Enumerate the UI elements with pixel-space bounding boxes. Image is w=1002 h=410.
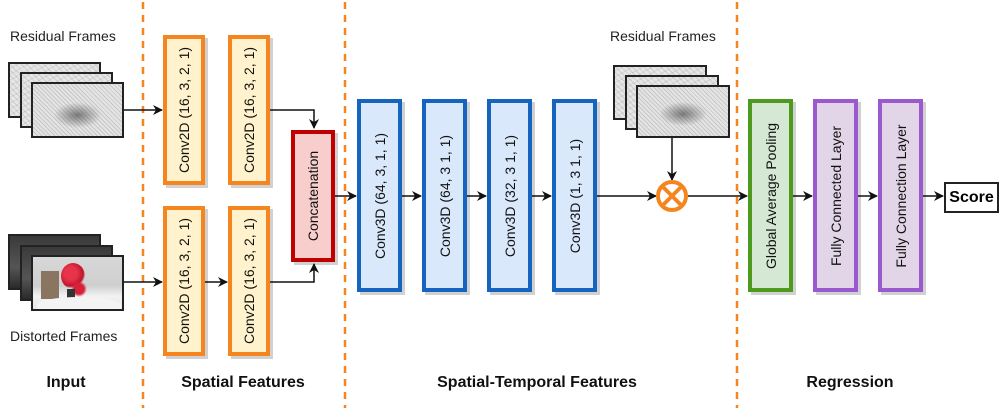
conv2d-residual-1: Conv2D (16, 3, 2, 1): [163, 35, 205, 185]
layer-label: Conv2D (16, 3, 2, 1): [241, 217, 257, 345]
conv2d-residual-2: Conv2D (16, 3, 2, 1): [228, 35, 270, 185]
section-title-spatial-temporal: Spatial-Temporal Features: [437, 374, 637, 391]
conv3d-layer-1: Conv3D (64, 3, 1, 1): [357, 99, 402, 292]
arrow-conv2d-bottom-to-concat: [270, 263, 319, 283]
layer-label: Fully Connection Layer: [892, 123, 909, 268]
residual-frames-label: Residual Frames: [10, 28, 116, 44]
distorted-frame-image: [31, 255, 124, 311]
conv3d-layer-3: Conv3D (32, 3 1, 1): [487, 99, 532, 292]
layer-label: Conv3D (64, 3 1, 1): [436, 134, 453, 257]
layer-label: Conv2D (16, 3, 2, 1): [176, 46, 192, 174]
section-title-input: Input: [46, 374, 86, 391]
conv2d-distorted-2: Conv2D (16, 3, 2, 1): [228, 206, 270, 356]
conv3d-layer-2: Conv3D (64, 3 1, 1): [422, 99, 467, 292]
conv2d-distorted-1: Conv2D (16, 3, 2, 1): [163, 206, 205, 356]
section-title-regression: Regression: [806, 374, 894, 391]
distorted-frames-label: Distorted Frames: [10, 328, 118, 344]
layer-label: Conv2D (16, 3, 2, 1): [241, 46, 257, 174]
residual-frames-2-label: Residual Frames: [610, 28, 716, 44]
residual-frame-image: [31, 82, 124, 138]
global-average-pooling: Global Average Pooling: [748, 99, 793, 292]
layer-label: Conv3D (64, 3, 1, 1): [371, 132, 388, 259]
layer-label: Global Average Pooling: [762, 122, 779, 269]
fully-connected-layer-2: Fully Connection Layer: [878, 99, 923, 292]
fully-connected-layer-1: Fully Connected Layer: [813, 99, 858, 292]
section-title-spatial: Spatial Features: [181, 374, 305, 391]
residual-frame-image: [636, 85, 730, 138]
score-output: Score: [944, 182, 999, 213]
layer-label: Conv3D (32, 3 1, 1): [501, 134, 518, 257]
layer-label: Conv3D (1, 3 1, 1): [566, 138, 583, 253]
multiply-icon: [656, 180, 688, 212]
conv3d-layer-4: Conv3D (1, 3 1, 1): [552, 99, 597, 292]
concatenation-block: Concatenation: [291, 130, 335, 262]
layer-label: Concatenation: [305, 150, 321, 242]
layer-label: Conv2D (16, 3, 2, 1): [176, 217, 192, 345]
arrow-conv2d-top-to-concat: [270, 109, 319, 129]
layer-label: Fully Connected Layer: [827, 125, 844, 266]
